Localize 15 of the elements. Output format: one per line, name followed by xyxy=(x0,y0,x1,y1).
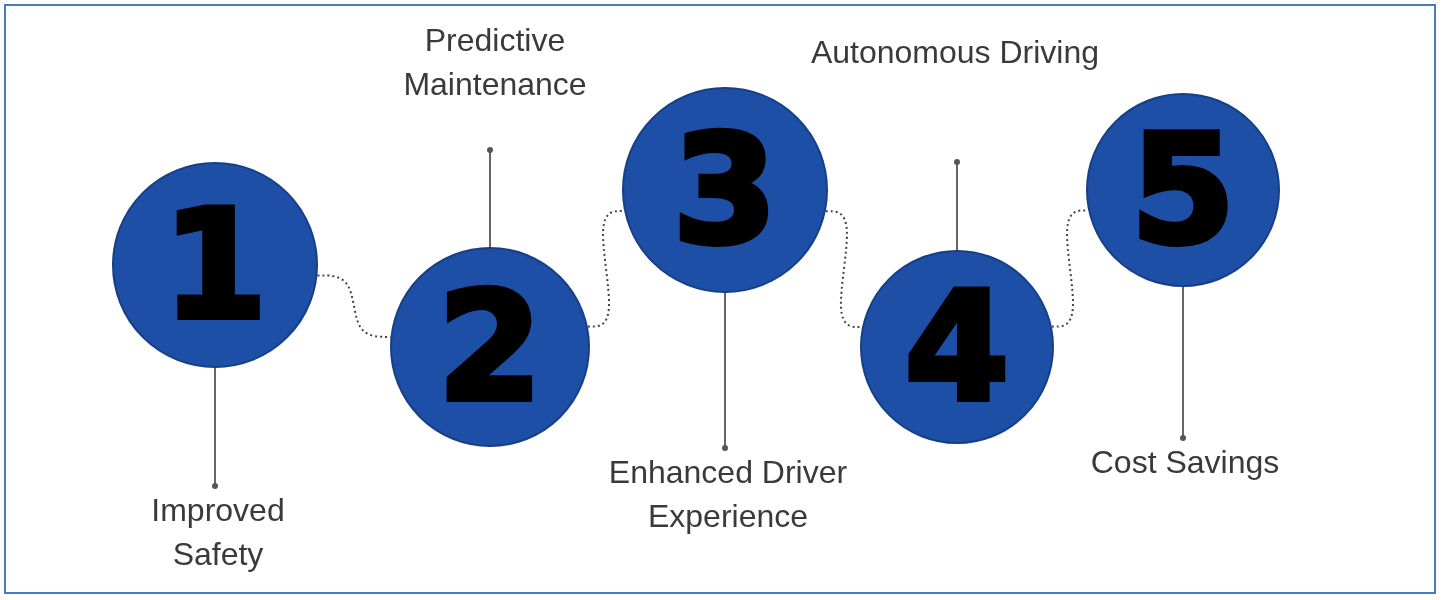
step-number: 1 xyxy=(162,190,268,340)
step-label: Cost Savings xyxy=(1089,443,1281,482)
step-number: 4 xyxy=(904,272,1010,422)
leader-line xyxy=(722,292,728,451)
step-number: 3 xyxy=(672,115,778,265)
leader-line xyxy=(1180,286,1186,441)
leader-line xyxy=(954,159,960,251)
step-label: Enhanced Driver Experience xyxy=(607,453,849,536)
step-label: Autonomous Driving xyxy=(809,33,1101,72)
step-label: Predictive Maintenance xyxy=(402,21,588,104)
leader-line xyxy=(487,147,493,248)
step-number: 2 xyxy=(437,272,543,422)
step-label: Improved Safety xyxy=(150,491,286,574)
leader-line xyxy=(212,367,218,489)
step-number: 5 xyxy=(1130,115,1236,265)
